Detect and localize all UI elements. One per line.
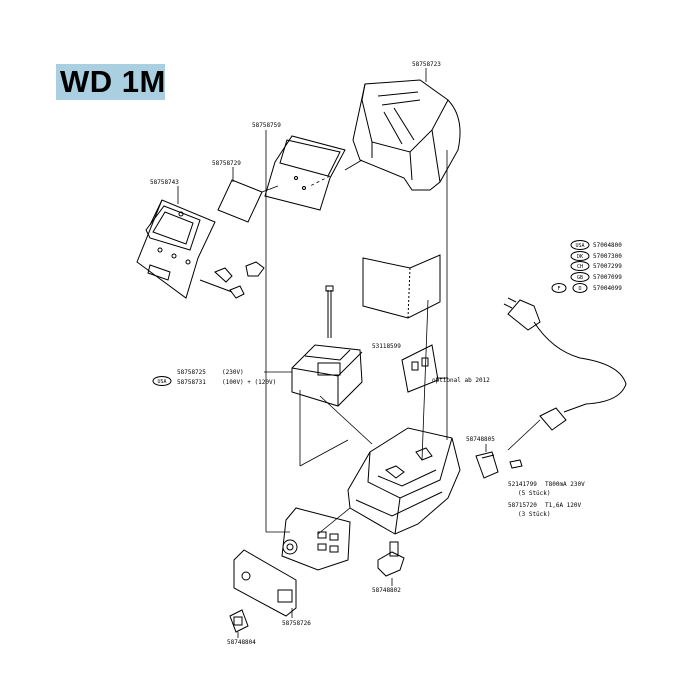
title-highlight [56, 64, 165, 100]
cord-number-4: 57004099 [593, 285, 622, 292]
label-fuse-holder: 58748805 [466, 436, 495, 443]
label-pcb-note: optional ab 2012 [432, 377, 490, 384]
cord-number-0: 57004800 [593, 242, 622, 249]
cord-country-4: F [557, 286, 560, 292]
badge-usa-transformer: USA [157, 379, 166, 385]
cord-number-2: 57007299 [593, 263, 622, 270]
cord-number-3: 57007099 [593, 274, 622, 281]
display-window-drawing [264, 135, 346, 211]
label-fuse-1-qty: (5 Stück) [518, 490, 551, 497]
label-transformer-usa-voltage: (100V) + (120V) [222, 379, 276, 386]
label-front-panel: 58758743 [150, 179, 179, 186]
base-housing-drawing [347, 427, 461, 535]
housing-cover-drawing [352, 79, 461, 191]
label-transformer-230-voltage: (230V) [222, 369, 244, 376]
label-fuse-1-spec: T800mA 230V [545, 481, 585, 488]
page-title: WD 1M [60, 64, 166, 99]
power-cord-drawing [503, 297, 627, 431]
cord-country-2: CH [577, 264, 583, 270]
label-fuse-1-number: 52141799 [508, 481, 537, 488]
label-fuse-2-qty: (3 Stück) [518, 511, 551, 518]
screw-drawing [325, 285, 334, 338]
insulation-sheet-drawing [362, 254, 441, 319]
label-transformer-usa: 58758731 [177, 379, 206, 386]
cord-table: USA 57004800 DK 57007300 CH 57007299 GB … [557, 242, 622, 292]
foot-drawing [377, 541, 405, 577]
cord-country-4b: D [578, 286, 581, 292]
front-plate-drawing [233, 549, 297, 617]
label-fuse-2-spec: T1,6A 120V [545, 502, 582, 509]
fuse-holder-drawing [475, 451, 523, 479]
switch-drawing [229, 609, 249, 633]
label-switch: 58748804 [227, 639, 256, 646]
country-badges [152, 240, 590, 386]
display-film-drawing [217, 179, 263, 223]
front-panel-drawing [136, 199, 216, 299]
label-fuse-2-number: 58715720 [508, 502, 537, 509]
label-display-film: 58758729 [212, 160, 241, 167]
pcb-drawing [401, 344, 439, 393]
transformer-drawing [291, 344, 363, 407]
label-pcb: 53118599 [372, 343, 401, 350]
label-front-plate: 58758726 [282, 620, 311, 627]
label-transformer-230: 58758725 [177, 369, 206, 376]
cord-country-3: GB [577, 275, 583, 281]
label-display-window: 58758759 [252, 122, 281, 129]
back-pcb-drawing [281, 507, 351, 571]
cord-number-1: 57007300 [593, 253, 622, 260]
cord-country-0: USA [575, 243, 584, 249]
label-foot: 58748802 [372, 587, 401, 594]
cord-country-1: DK [577, 254, 583, 260]
label-housing-cover: 58758723 [412, 61, 441, 68]
knob-parts-drawing [199, 261, 265, 299]
